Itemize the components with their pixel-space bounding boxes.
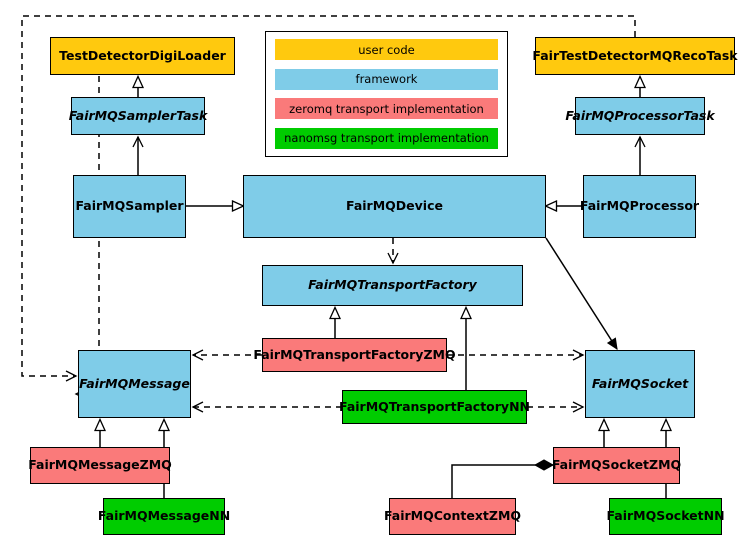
class-node-FairMQSocketZMQ[interactable]: FairMQSocketZMQ [551,447,682,484]
class-node-FairMQContextZMQ[interactable]: FairMQContextZMQ [384,498,521,535]
class-node-label: FairMQProcessorTask [565,107,715,123]
class-node-FairMQSampler[interactable]: FairMQSampler [73,175,186,238]
class-node-FairMQTransportFactoryNN[interactable]: FairMQTransportFactoryNN [339,390,530,424]
class-node-FairMQProcessor[interactable]: FairMQProcessor [579,175,700,238]
class-node-FairMQSamplerTask[interactable]: FairMQSamplerTask [68,97,208,135]
class-node-FairMQTransportFactory[interactable]: FairMQTransportFactory [262,265,523,306]
class-node-label: FairMQSocket [591,375,689,391]
legend-label: nanomsg transport implementation [284,131,489,146]
class-node-FairMQDevice[interactable]: FairMQDevice [243,175,546,238]
class-node-FairMQProcessorTask[interactable]: FairMQProcessorTask [565,97,715,135]
edge-contextzmq-socketzmq [451,459,555,498]
class-node-label: FairMQSocketZMQ [551,457,682,473]
class-node-label: FairMQSocketNN [606,508,725,524]
class-node-label: FairMQSampler [75,198,184,214]
class-node-FairMQSocket[interactable]: FairMQSocket [585,350,695,418]
class-node-TestDetectorDigiLoader[interactable]: TestDetectorDigiLoader [50,37,235,75]
edge-recotask-message [21,15,636,382]
class-node-label: FairMQSamplerTask [68,107,208,123]
legend-item-framework: framework [275,68,498,90]
class-node-label: FairMQProcessor [579,198,700,214]
class-node-label: FairMQMessage [79,375,190,391]
class-node-label: FairTestDetectorMQRecoTask [532,47,738,63]
legend-label: user code [358,42,415,57]
legend-label: framework [355,72,418,87]
class-node-label: FairMQMessageZMQ [28,457,172,473]
class-node-FairTestDetectorMQRecoTask[interactable]: FairTestDetectorMQRecoTask [532,37,738,75]
class-node-label: TestDetectorDigiLoader [59,47,226,63]
legend: user code framework zeromq transport imp… [265,31,508,157]
class-node-FairMQMessageNN[interactable]: FairMQMessageNN [98,498,230,535]
legend-label: zeromq transport implementation [289,101,484,116]
class-node-FairMQSocketNN[interactable]: FairMQSocketNN [606,498,725,535]
class-node-FairMQMessageZMQ[interactable]: FairMQMessageZMQ [28,447,172,484]
class-node-label: FairMQContextZMQ [383,508,522,524]
class-node-label: FairMQTransportFactory [308,277,477,293]
legend-item-nanomsg: nanomsg transport implementation [275,127,498,149]
class-node-FairMQMessage[interactable]: FairMQMessage [78,350,191,418]
class-node-label: FairMQDevice [346,198,443,214]
class-node-FairMQTransportFactoryZMQ[interactable]: FairMQTransportFactoryZMQ [253,338,456,372]
legend-item-user-code: user code [275,39,498,60]
class-node-label: FairMQTransportFactoryNN [339,398,530,414]
legend-item-zeromq: zeromq transport implementation [275,98,498,120]
class-node-label: FairMQMessageNN [97,508,231,524]
class-node-label: FairMQTransportFactoryZMQ [253,346,456,362]
edge-device-socket [545,237,618,351]
